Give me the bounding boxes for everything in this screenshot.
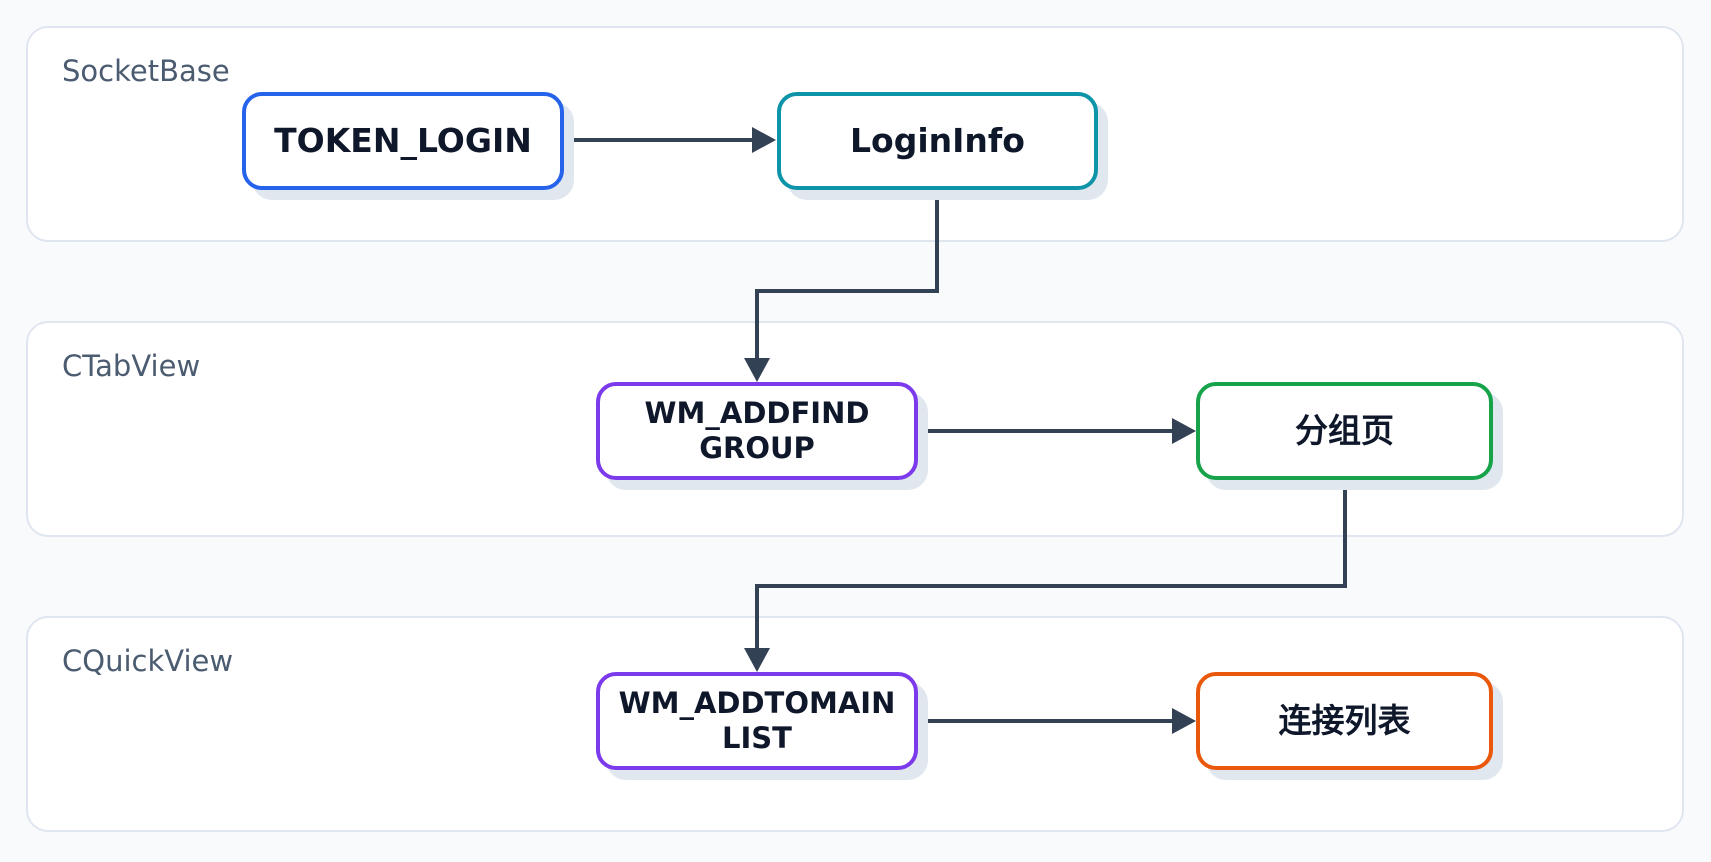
lane-title: CQuickView: [62, 644, 234, 678]
node-label: WM_ADDFIND GROUP: [645, 396, 870, 466]
node-label: LoginInfo: [850, 121, 1025, 161]
node-label-line: 分组页: [1295, 411, 1394, 451]
lane-title: CTabView: [62, 349, 201, 383]
node-label-line: WM_ADDTOMAIN: [618, 686, 896, 721]
edge-arrowheads: [744, 127, 1196, 734]
node-connection-list: 连接列表: [1196, 672, 1493, 770]
node-label: 连接列表: [1279, 701, 1411, 741]
node-label: WM_ADDTOMAIN LIST: [619, 686, 896, 756]
node-wm-addtomain-list: WM_ADDTOMAIN LIST: [596, 672, 918, 770]
lane-title: SocketBase: [62, 54, 230, 88]
node-label-line: GROUP: [699, 431, 815, 465]
node-label-line: TOKEN_LOGIN: [274, 121, 532, 161]
node-label-line: LIST: [722, 721, 792, 755]
node-label: TOKEN_LOGIN: [274, 121, 532, 161]
node-label-line: WM_ADDFIND: [644, 396, 870, 431]
node-wm-addfind-group: WM_ADDFIND GROUP: [596, 382, 918, 480]
edge-group-page-to-wm-addtomain-list: [755, 480, 1347, 648]
node-logininfo: LoginInfo: [777, 92, 1098, 190]
edge-lines: [565, 138, 1347, 723]
node-token-login: TOKEN_LOGIN: [242, 92, 564, 190]
arrowhead: [1172, 418, 1196, 444]
arrowhead: [1172, 708, 1196, 734]
arrowhead: [744, 358, 770, 382]
edge-logininfo-to-wm-addfind-group: [755, 190, 939, 358]
arrowhead: [752, 127, 776, 153]
node-label-line: LoginInfo: [850, 121, 1025, 161]
node-group-page: 分组页: [1196, 382, 1493, 480]
node-label: 分组页: [1295, 411, 1394, 451]
arrowhead: [744, 648, 770, 672]
node-label-line: 连接列表: [1278, 701, 1411, 741]
